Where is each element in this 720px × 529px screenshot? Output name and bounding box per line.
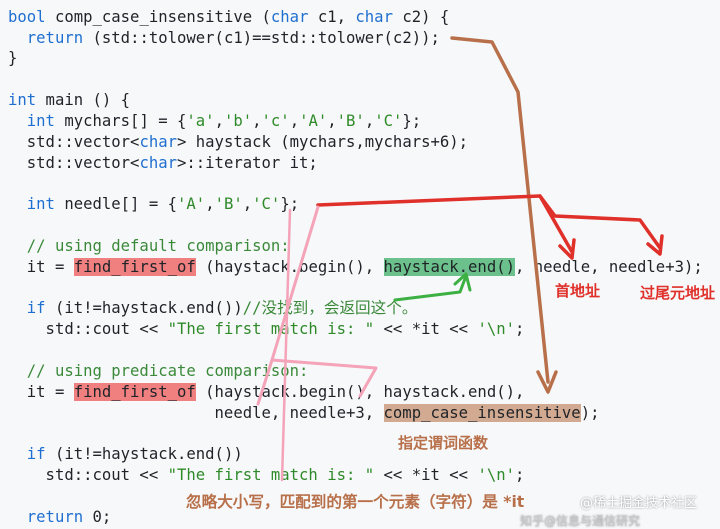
case-insensitive-note: 忽略大小写，匹配到的第一个元素（字符）是 *it (186, 493, 525, 511)
predicate-function-note: 指定谓词函数 (398, 434, 489, 452)
code-line-12-comment: // using default comparison: (8, 237, 290, 255)
code-line-5: int main () { (8, 91, 131, 109)
code-line-8: std::vector<char>::iterator it; (8, 154, 318, 172)
red-arrow-first-address-head (558, 238, 576, 260)
code-line-1: bool comp_case_insensitive (char c1, cha… (8, 8, 450, 26)
green-arrow (393, 274, 468, 302)
pink-arrow-2 (256, 358, 274, 406)
code-line-2: return (std::tolower(c1)==std::tolower(c… (26, 29, 440, 47)
red-arrow-past-end (538, 194, 662, 250)
red-arrow-past-end-head (646, 234, 664, 256)
watermark-main: @稀土掘金技术社区 (580, 496, 698, 511)
brown-arrow (450, 36, 550, 384)
pink-arrow (270, 205, 378, 398)
past-end-address-note: 过尾元地址 (640, 284, 716, 302)
code-line-13: it = find_first_of (haystack.begin(), ha… (8, 258, 703, 276)
code-line-6: int mychars[] = {'a','b','c','A','B','C'… (26, 112, 422, 130)
brown-arrow-head (536, 370, 558, 394)
pink-arrow-3 (280, 208, 292, 482)
code-line-22: if (it!=haystack.end()) (26, 445, 243, 463)
code-line-10: int needle[] = {'A','B','C'}; (26, 195, 300, 213)
watermark-sub: 知乎@信息与通信研究 (520, 514, 641, 528)
find-first-of-highlight-2: find_first_of (73, 383, 196, 401)
first-address-note: 首地址 (555, 282, 601, 300)
code-line-25: return 0; (26, 508, 112, 526)
find-first-of-highlight: find_first_of (73, 258, 196, 276)
haystack-end-highlight: haystack.end() (383, 258, 515, 276)
code-line-23: std::cout << "The first match is: " << *… (8, 466, 525, 484)
code-line-20: needle, needle+3, comp_case_insensitive)… (8, 404, 600, 422)
code-line-18-comment: // using predicate comparison: (8, 362, 309, 380)
predicate-highlight: comp_case_insensitive (383, 404, 581, 422)
green-arrow-head (453, 272, 472, 292)
code-line-19: it = find_first_of (haystack.begin(), ha… (8, 383, 525, 401)
code-line-3: } (8, 49, 18, 67)
code-line-7: std::vector<char> haystack (mychars,mych… (8, 133, 469, 151)
